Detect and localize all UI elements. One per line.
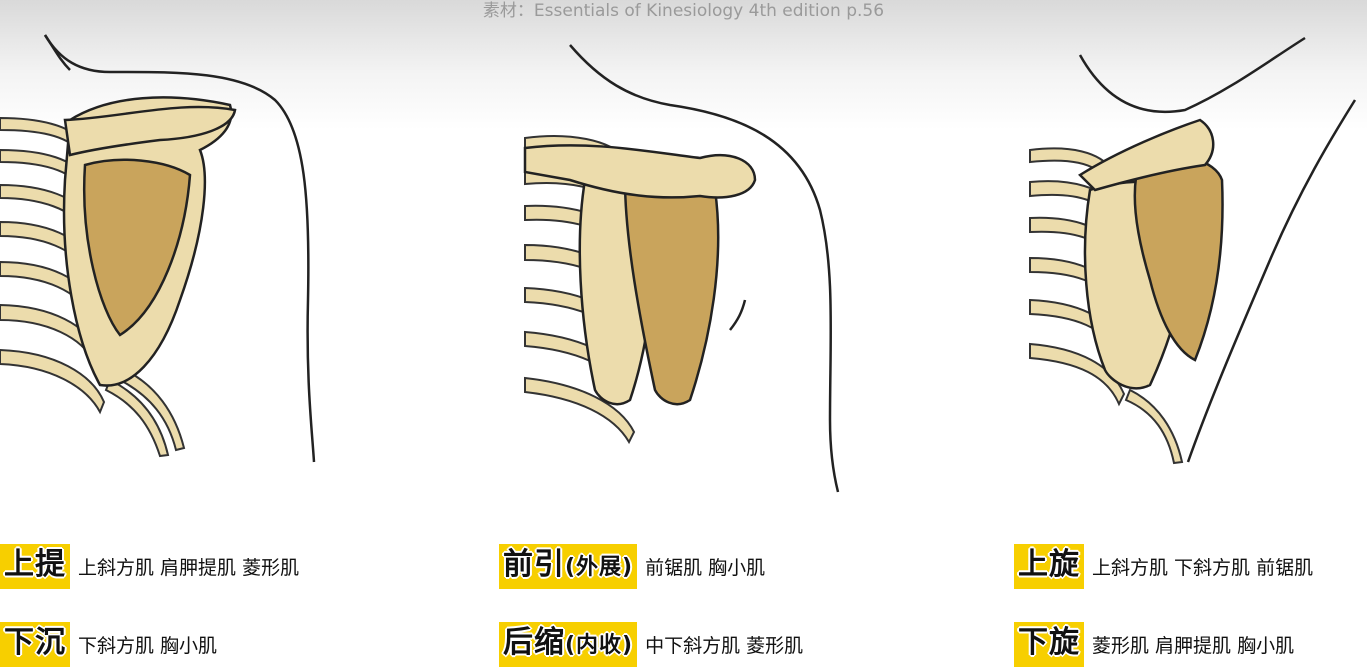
muscle-list: 中下斜方肌 菱形肌 — [645, 635, 804, 657]
body-outline — [1078, 36, 1357, 463]
movement-row-protraction: 前引(外展) 前锯肌 胸小肌 — [499, 544, 765, 589]
movement-tag: 上旋 — [1014, 544, 1084, 589]
movement-row-retraction: 后缩(内收) 中下斜方肌 菱形肌 — [499, 622, 803, 667]
source-caption: 素材：Essentials of Kinesiology 4th edition… — [482, 1, 885, 21]
body-outline — [43, 34, 316, 463]
scapula — [1078, 118, 1224, 390]
illustration-elevation — [0, 34, 316, 463]
muscle-list: 上斜方肌 下斜方肌 前锯肌 — [1092, 557, 1314, 579]
movement-row-downward-rotation: 下旋 菱形肌 肩胛提肌 胸小肌 — [1014, 622, 1294, 667]
muscle-list: 上斜方肌 肩胛提肌 菱形肌 — [78, 557, 300, 579]
movement-row-depression: 下沉 下斜方肌 胸小肌 — [0, 622, 217, 667]
muscle-list: 前锯肌 胸小肌 — [645, 557, 766, 579]
movement-tag: 后缩(内收) — [499, 622, 638, 667]
movement-tag: 前引(外展) — [499, 544, 638, 589]
muscle-list: 菱形肌 肩胛提肌 胸小肌 — [1092, 635, 1295, 657]
scapula — [62, 96, 237, 387]
movement-row-upward-rotation: 上旋 上斜方肌 下斜方肌 前锯肌 — [1014, 544, 1313, 589]
muscle-list: 下斜方肌 胸小肌 — [78, 635, 218, 657]
movement-tag: 下旋 — [1014, 622, 1084, 667]
illustration-rotation — [1029, 36, 1357, 465]
ribs — [0, 116, 186, 458]
body-outline — [569, 44, 840, 493]
movement-row-elevation: 上提 上斜方肌 肩胛提肌 菱形肌 — [0, 544, 299, 589]
scapula — [523, 144, 757, 406]
illustration-protraction — [523, 44, 840, 493]
movement-tag: 上提 — [0, 544, 70, 589]
movement-tag: 下沉 — [0, 622, 70, 667]
